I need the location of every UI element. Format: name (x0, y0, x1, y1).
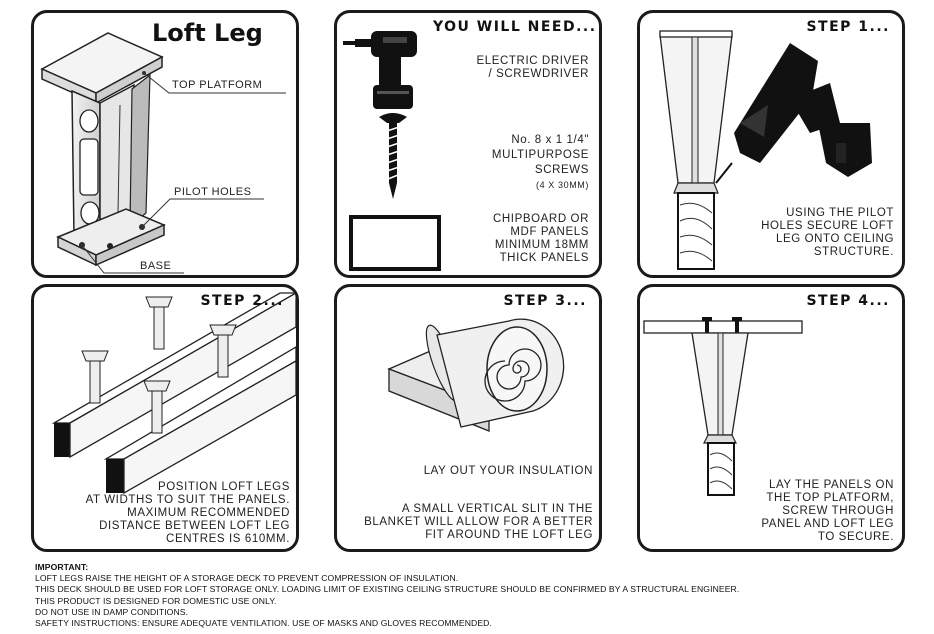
electric-drill-icon (715, 43, 872, 184)
notice-heading: IMPORTANT: (35, 562, 89, 572)
notice-line: DO NOT USE IN DAMP CONDITIONS. (35, 606, 189, 617)
top-platform-label: TOP PLATFORM (172, 79, 263, 91)
panel-title: STEP 4... (806, 293, 890, 309)
notice-line: THIS DECK SHOULD BE USED FOR LOFT STORAG… (35, 584, 740, 595)
loft-leg-icon (81, 296, 237, 434)
step-3-text-bottom: A SMALL VERTICAL SLIT IN THE BLANKET WIL… (364, 503, 593, 541)
step-2-illustration (51, 292, 296, 495)
insulation-roll-illustration (387, 318, 565, 432)
notice-line: LOFT LEGS RAISE THE HEIGHT OF A STORAGE … (35, 573, 459, 584)
base-label: BASE (140, 260, 172, 272)
notice-line: THIS PRODUCT IS DESIGNED FOR DOMESTIC US… (35, 595, 277, 606)
chipboard-panel-icon (349, 215, 441, 271)
screw-icon (379, 113, 407, 199)
panel-you-will-need: YOU WILL NEED... ELECTRIC DRIVER / SCREW… (334, 10, 602, 278)
panel-loft-leg: Loft Leg TOP PLATFORM PILOT HOLES BASE (31, 10, 299, 278)
panel-title: STEP 2... (200, 293, 284, 309)
panel-step-1: STEP 1... USING THE PILOT HOLES SECURE L… (637, 10, 905, 278)
step-3-text-top: LAY OUT YOUR INSULATION (423, 465, 593, 477)
panel-step-4: STEP 4... LAY THE PANELS ON THE TOP PLAT… (637, 284, 905, 552)
pilot-holes-label: PILOT HOLES (174, 186, 252, 198)
notice-line: SAFETY INSTRUCTIONS: ENSURE ADEQUATE VEN… (35, 618, 492, 629)
step-1-illustration (659, 30, 872, 270)
loft-leg-illustration (40, 32, 286, 274)
step-4-text: LAY THE PANELS ON THE TOP PLATFORM, SCRE… (761, 479, 894, 543)
step-2-text: POSITION LOFT LEGS AT WIDTHS TO SUIT THE… (85, 481, 290, 545)
driver-text: ELECTRIC DRIVER / SCREWDRIVER (476, 55, 589, 80)
screws-text: No. 8 x 1 1/4" MULTIPURPOSE SCREWS (4 x … (491, 134, 589, 190)
step-1-text: USING THE PILOT HOLES SECURE LOFT LEG ON… (761, 207, 894, 258)
panel-step-2: STEP 2... POSITION LOFT LEGS AT WIDTHS T… (31, 284, 299, 552)
important-notice: IMPORTANT: LOFT LEGS RAISE THE HEIGHT OF… (35, 562, 739, 629)
panel-title: STEP 1... (806, 19, 890, 35)
materials-illustration (343, 31, 441, 271)
step-4-illustration (643, 317, 803, 496)
panel-title: YOU WILL NEED... (433, 19, 597, 35)
electric-drill-icon (343, 31, 417, 109)
panel-step-3: STEP 3... LAY OUT YOUR INSULATION A SMAL… (334, 284, 602, 552)
panels-text: CHIPBOARD OR MDF PANELS MINIMUM 18MM THI… (492, 213, 589, 264)
panel-title: STEP 3... (503, 293, 587, 309)
panel-title: Loft Leg (152, 19, 263, 47)
